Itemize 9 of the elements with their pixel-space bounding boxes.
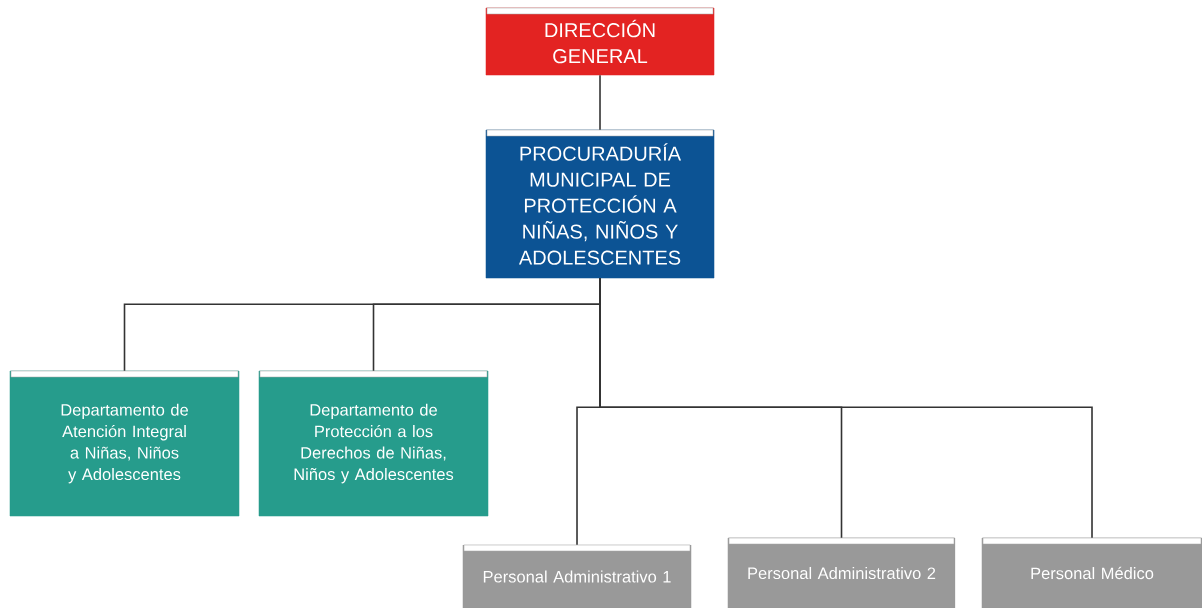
staff-box: Personal Administrativo 2	[727, 537, 956, 608]
connector	[599, 74, 601, 131]
department-box: Departamento de Atención Integral a Niñas, Niños y Adolescentes	[9, 370, 240, 517]
connector	[599, 277, 1093, 539]
staff-box: Personal Administrativo 1	[462, 544, 692, 608]
staff-box: Personal Médico	[981, 537, 1202, 608]
header-box: DIRECCIÓN GENERAL	[485, 7, 715, 76]
office-box: PROCURADURÍA MUNICIPAL DE PROTECCIÓN A NIÑAS, NIÑOS Y ADOLESCENTES	[485, 129, 715, 279]
department-box: Departamento de Protección a los Derechos de Niñas, Niños y Adolescentes	[258, 370, 489, 517]
